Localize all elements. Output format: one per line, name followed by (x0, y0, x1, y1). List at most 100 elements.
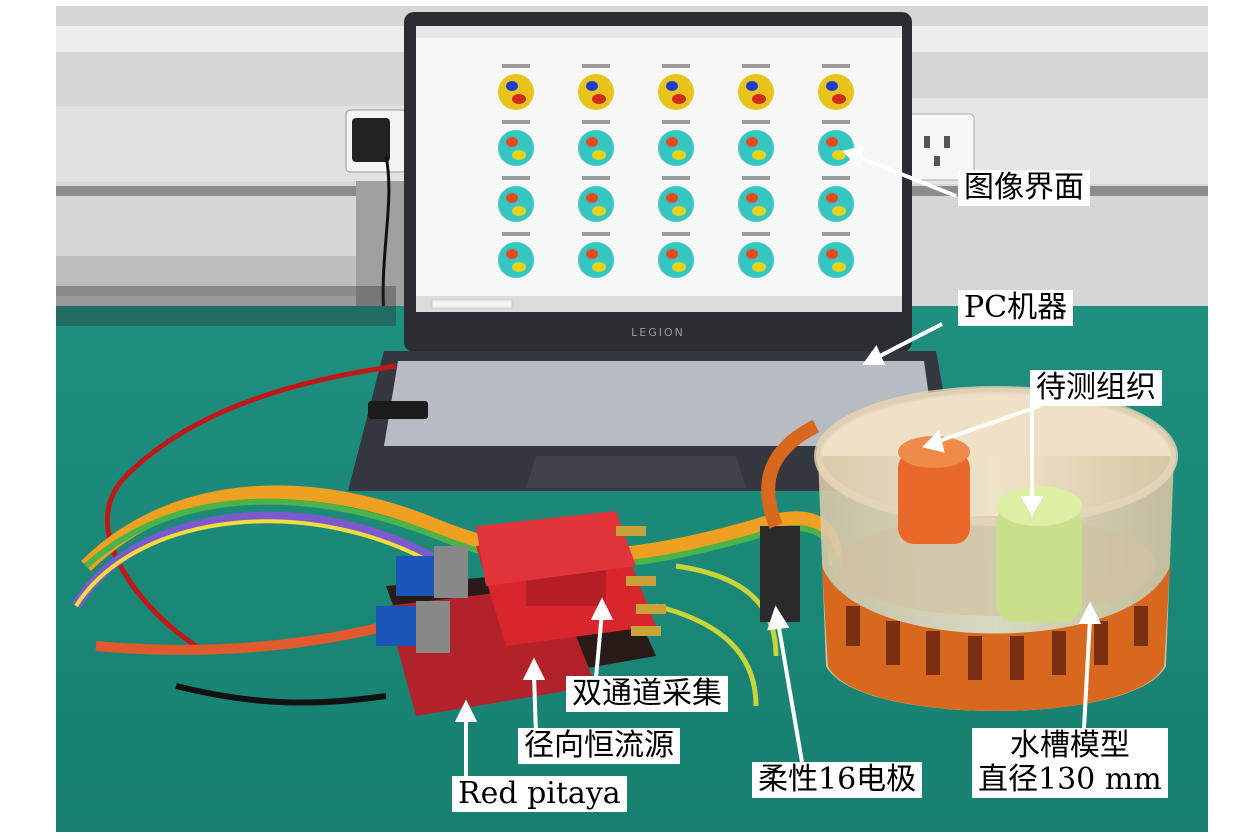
reconstruction-blob (826, 81, 838, 91)
label-tank: 水槽模型 直径130 mm (972, 728, 1168, 798)
reconstruction-caption (662, 232, 690, 236)
reconstruction-grid (498, 64, 854, 278)
reconstruction-blob (826, 137, 838, 147)
reconstruction-caption (742, 176, 770, 180)
reconstruction-blob (746, 137, 758, 147)
reconstruction-image (738, 186, 774, 222)
label-screen-ui: 图像界面 (958, 170, 1090, 206)
reconstruction-image (578, 186, 614, 222)
reconstruction-caption (742, 120, 770, 124)
reconstruction-image (738, 242, 774, 278)
arrow-icon (1078, 601, 1102, 729)
reconstruction-blob (666, 193, 678, 203)
label-current-source: 径向恒流源 (518, 728, 680, 764)
reconstruction-blob (666, 137, 678, 147)
reconstruction-blob (586, 81, 598, 91)
reconstruction-blob (672, 206, 686, 216)
reconstruction-blob (586, 249, 598, 259)
reconstruction-caption (582, 64, 610, 68)
reconstruction-blob (746, 193, 758, 203)
reconstruction-caption (822, 176, 850, 180)
reconstruction-blob (672, 150, 686, 160)
reconstruction-blob (832, 206, 846, 216)
label-tank-line1: 水槽模型 (1009, 728, 1130, 763)
cucumber-sample (996, 486, 1082, 622)
reconstruction-caption (502, 176, 530, 180)
label-dual-channel: 双通道采集 (566, 676, 728, 712)
label-pc: PC机器 (958, 290, 1074, 326)
reconstruction-image (738, 74, 774, 110)
reconstruction-blob (592, 206, 606, 216)
reconstruction-caption (582, 176, 610, 180)
power-socket-icon (907, 113, 975, 181)
reconstruction-image (578, 74, 614, 110)
reconstruction-blob (506, 193, 518, 203)
reconstruction-image (818, 186, 854, 222)
reconstruction-caption (502, 64, 530, 68)
arrow-icon (842, 145, 957, 198)
reconstruction-blob (826, 193, 838, 203)
reconstruction-image (498, 186, 534, 222)
reconstruction-caption (502, 232, 530, 236)
reconstruction-blob (752, 262, 766, 272)
arrow-icon (767, 605, 804, 763)
reconstruction-blob (752, 150, 766, 160)
reconstruction-image (818, 242, 854, 278)
reconstruction-image (498, 242, 534, 278)
label-tank-line2: 直径130 mm (978, 762, 1162, 797)
reconstruction-blob (512, 262, 526, 272)
reconstruction-blob (832, 262, 846, 272)
reconstruction-blob (746, 81, 758, 91)
reconstruction-image (658, 242, 694, 278)
reconstruction-caption (822, 120, 850, 124)
arrow-icon (922, 404, 1041, 453)
reconstruction-blob (752, 94, 766, 104)
reconstruction-blob (592, 262, 606, 272)
reconstruction-blob (506, 81, 518, 91)
reconstruction-blob (832, 94, 846, 104)
reconstruction-blob (666, 81, 678, 91)
label-tissue: 待测组织 (1030, 370, 1162, 406)
reconstruction-blob (592, 94, 606, 104)
reconstruction-caption (742, 232, 770, 236)
reconstruction-blob (512, 206, 526, 216)
reconstruction-blob (672, 262, 686, 272)
reconstruction-blob (506, 249, 518, 259)
reconstruction-caption (662, 64, 690, 68)
reconstruction-image (818, 74, 854, 110)
reconstruction-blob (752, 206, 766, 216)
reconstruction-blob (666, 249, 678, 259)
arrow-icon (590, 597, 614, 679)
reconstruction-blob (592, 150, 606, 160)
setup-photo: LEGION (56, 6, 1208, 832)
reconstruction-image (498, 74, 534, 110)
reconstruction-blob (512, 94, 526, 104)
reconstruction-blob (512, 150, 526, 160)
reconstruction-image (818, 130, 854, 166)
electrode-connector (760, 419, 820, 622)
reconstruction-blob (586, 193, 598, 203)
reconstruction-caption (742, 64, 770, 68)
reconstruction-image (578, 130, 614, 166)
arrow-icon (1020, 406, 1044, 517)
reconstruction-image (658, 130, 694, 166)
reconstruction-image (738, 130, 774, 166)
arrow-icon (862, 322, 943, 365)
reconstruction-image (498, 130, 534, 166)
reconstruction-caption (502, 120, 530, 124)
reconstruction-blob (746, 249, 758, 259)
reconstruction-blob (672, 94, 686, 104)
reconstruction-image (578, 242, 614, 278)
flexible-electrode-film (822, 566, 1170, 711)
power-socket-icon (345, 109, 407, 337)
reconstruction-caption (822, 64, 850, 68)
label-red-pitaya: Red pitaya (452, 776, 627, 812)
dual-channel-board (476, 511, 636, 586)
reconstruction-caption (582, 120, 610, 124)
reconstruction-caption (662, 176, 690, 180)
db-connectors (376, 546, 468, 653)
reconstruction-image (658, 74, 694, 110)
label-electrode: 柔性16电极 (752, 762, 923, 798)
reconstruction-blob (586, 137, 598, 147)
reconstruction-blob (506, 137, 518, 147)
